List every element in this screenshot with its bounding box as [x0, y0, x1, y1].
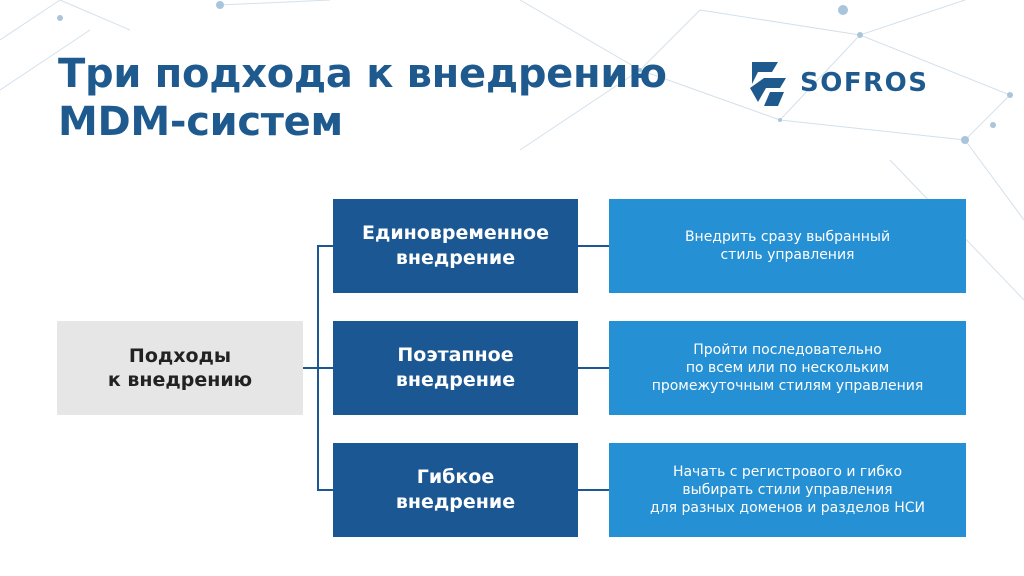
root-node: Подходы к внедрению — [57, 321, 303, 415]
approach-phased: Поэтапное внедрение — [333, 321, 578, 415]
desc-connector-2 — [578, 367, 609, 369]
branch-connector-2 — [317, 367, 333, 369]
branch-connector-3 — [317, 489, 333, 491]
desc-connector-3 — [578, 489, 609, 491]
description-phased: Пройти последовательно по всем или по не… — [609, 321, 966, 415]
desc-connector-1 — [578, 245, 609, 247]
logo-text: SOFROS — [800, 68, 929, 98]
approach-one-time: Единовременное внедрение — [333, 199, 578, 293]
description-flexible: Начать с регистрового и гибко выбирать с… — [609, 443, 966, 537]
branch-connector-1 — [317, 245, 333, 247]
approach-flexible: Гибкое внедрение — [333, 443, 578, 537]
page-title: Три подхода к внедрению MDM-систем — [58, 51, 667, 145]
root-node-label: Подходы к внедрению — [107, 345, 253, 391]
sofros-logo-icon — [750, 62, 786, 106]
description-one-time: Внедрить сразу выбранный стиль управлени… — [609, 199, 966, 293]
root-connector — [303, 367, 318, 369]
sofros-logo: SOFROS — [744, 58, 974, 110]
